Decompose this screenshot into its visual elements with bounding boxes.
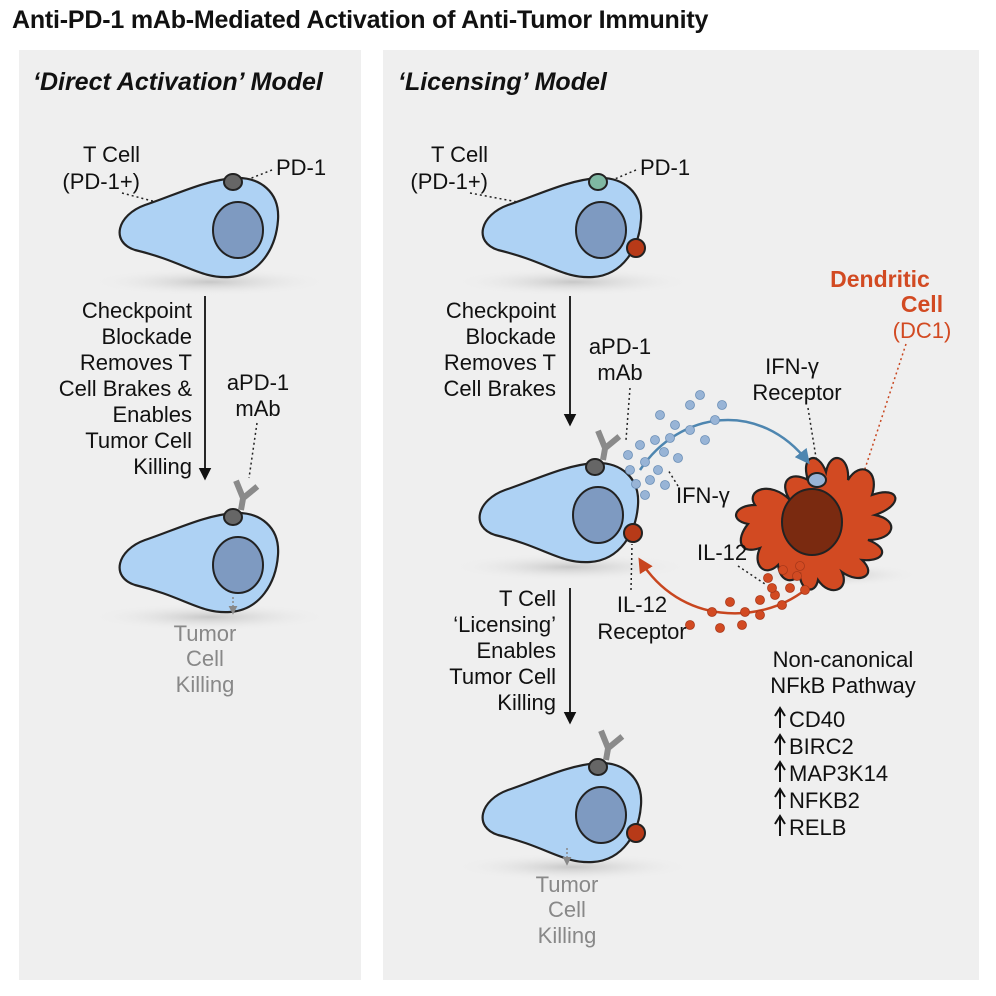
ifn-gamma-label: IFN-γ	[676, 483, 730, 508]
il12-dots	[685, 561, 810, 633]
ifn-gamma-leader	[667, 469, 679, 487]
left-mab-label-2: mAb	[235, 396, 280, 421]
svg-text:RELB: RELB	[789, 815, 846, 840]
right-pd1-receptor-bound-2	[588, 758, 608, 776]
up-arrow-icon	[774, 814, 786, 836]
svg-text:Killing: Killing	[133, 454, 192, 479]
svg-text:Blockade: Blockade	[465, 324, 556, 349]
right-t-cell-3	[451, 731, 695, 883]
right-tcell-label-1: T Cell	[431, 142, 488, 167]
ifn-gamma-receptor	[807, 472, 827, 488]
right-il12-receptor-1	[626, 238, 646, 258]
svg-text:Enables: Enables	[476, 638, 556, 663]
il12-label: IL-12	[697, 540, 747, 565]
il12-leader	[737, 565, 766, 585]
svg-text:Checkpoint: Checkpoint	[446, 298, 556, 323]
gene-birc2: BIRC2	[774, 733, 854, 759]
right-t-cell-1	[451, 173, 695, 298]
svg-text:Removes T: Removes T	[444, 350, 556, 375]
dc-leader	[857, 343, 907, 491]
dc-label-1: Dendritic	[830, 266, 930, 292]
pathway-label-1: Non-canonical	[773, 647, 914, 672]
svg-text:‘Licensing’: ‘Licensing’	[453, 612, 556, 637]
ifn-gamma-arrow	[638, 418, 810, 471]
right-mab-label-2: mAb	[597, 360, 642, 385]
right-mab-leader	[625, 387, 631, 441]
right-panel-heading: ‘Licensing’ Model	[398, 68, 608, 96]
ifn-receptor-label-1: IFN-γ	[765, 354, 819, 379]
gene-map3k14: MAP3K14	[774, 760, 888, 786]
svg-text:MAP3K14: MAP3K14	[789, 761, 888, 786]
left-pd1-label: PD-1	[276, 155, 326, 180]
svg-text:Cell Brakes: Cell Brakes	[444, 376, 556, 401]
dc-nucleus	[781, 488, 843, 556]
left-panel-heading: ‘Direct Activation’ Model	[33, 68, 324, 96]
ifn-receptor-label-2: Receptor	[752, 380, 841, 405]
up-arrow-icon	[774, 760, 786, 782]
right-t-cell-2	[448, 431, 692, 583]
right-arrow-label: Checkpoint Blockade Removes T Cell Brake…	[444, 298, 556, 401]
left-pd1-receptor	[223, 173, 243, 191]
svg-text:Cell Brakes &: Cell Brakes &	[59, 376, 193, 401]
svg-text:Tumor Cell: Tumor Cell	[449, 664, 556, 689]
right-mab-label-1: aPD-1	[589, 334, 651, 359]
svg-text:Removes T: Removes T	[80, 350, 192, 375]
left-mab-leader	[248, 422, 258, 479]
left-outcome-3: Killing	[176, 672, 235, 697]
svg-text:CD40: CD40	[789, 707, 845, 732]
right-outcome-3: Killing	[538, 923, 597, 948]
svg-text:Enables: Enables	[112, 402, 192, 427]
dendritic-cell	[735, 456, 920, 592]
right-tcell-label-2: (PD-1+)	[410, 169, 488, 194]
svg-text:NFKB2: NFKB2	[789, 788, 860, 813]
left-outcome-2: Cell	[186, 646, 224, 671]
ifn-gamma-dots	[623, 390, 727, 500]
up-arrow-icon	[774, 733, 786, 755]
svg-text:Killing: Killing	[497, 690, 556, 715]
svg-text:T Cell: T Cell	[499, 586, 556, 611]
right-tcell-leader	[469, 192, 524, 204]
gene-nfkb2: NFKB2	[774, 787, 860, 813]
left-pd1-receptor-bound	[223, 508, 243, 526]
gene-cd40: CD40	[774, 706, 845, 732]
left-tcell-label-2: (PD-1+)	[62, 169, 140, 194]
right-outcome-1: Tumor	[536, 872, 599, 897]
svg-text:Checkpoint: Checkpoint	[82, 298, 192, 323]
left-arrow-label: Checkpoint Blockade Removes T Cell Brake…	[59, 298, 193, 479]
gene-relb: RELB	[774, 814, 846, 840]
il12-arrow	[638, 557, 806, 615]
right-outcome-2: Cell	[548, 897, 586, 922]
up-arrow-icon	[774, 787, 786, 809]
ifn-receptor-leader	[807, 407, 819, 471]
left-outcome-1: Tumor	[174, 621, 237, 646]
left-tcell-leader	[121, 192, 161, 204]
left-t-cell-1	[88, 173, 332, 298]
left-tcell-label-1: T Cell	[83, 142, 140, 167]
svg-text:Tumor Cell: Tumor Cell	[85, 428, 192, 453]
right-pd1-label: PD-1	[640, 155, 690, 180]
licensing-label: T Cell ‘Licensing’ Enables Tumor Cell Ki…	[449, 586, 556, 715]
left-t-cell-2	[88, 481, 332, 633]
il12-receptor-label-2: Receptor	[597, 619, 686, 644]
right-il12-receptor-3	[626, 823, 646, 843]
up-arrow-icon	[774, 706, 786, 728]
pathway-label-2: NFkB Pathway	[770, 673, 916, 698]
right-pd1-receptor-bound	[585, 458, 605, 476]
svg-text:Blockade: Blockade	[101, 324, 192, 349]
gene-list: CD40 BIRC2 MAP3K14 NFKB2 RELB	[774, 706, 888, 840]
right-pd1-receptor	[588, 173, 608, 191]
right-il12-receptor-2	[623, 523, 643, 543]
figure-title: Anti-PD-1 mAb-Mediated Activation of Ant…	[12, 6, 709, 34]
dc-label-2: Cell	[901, 291, 943, 317]
dc-subtype-label: (DC1)	[893, 318, 952, 343]
svg-text:BIRC2: BIRC2	[789, 734, 854, 759]
il12-receptor-label-1: IL-12	[617, 592, 667, 617]
left-mab-label-1: aPD-1	[227, 370, 289, 395]
